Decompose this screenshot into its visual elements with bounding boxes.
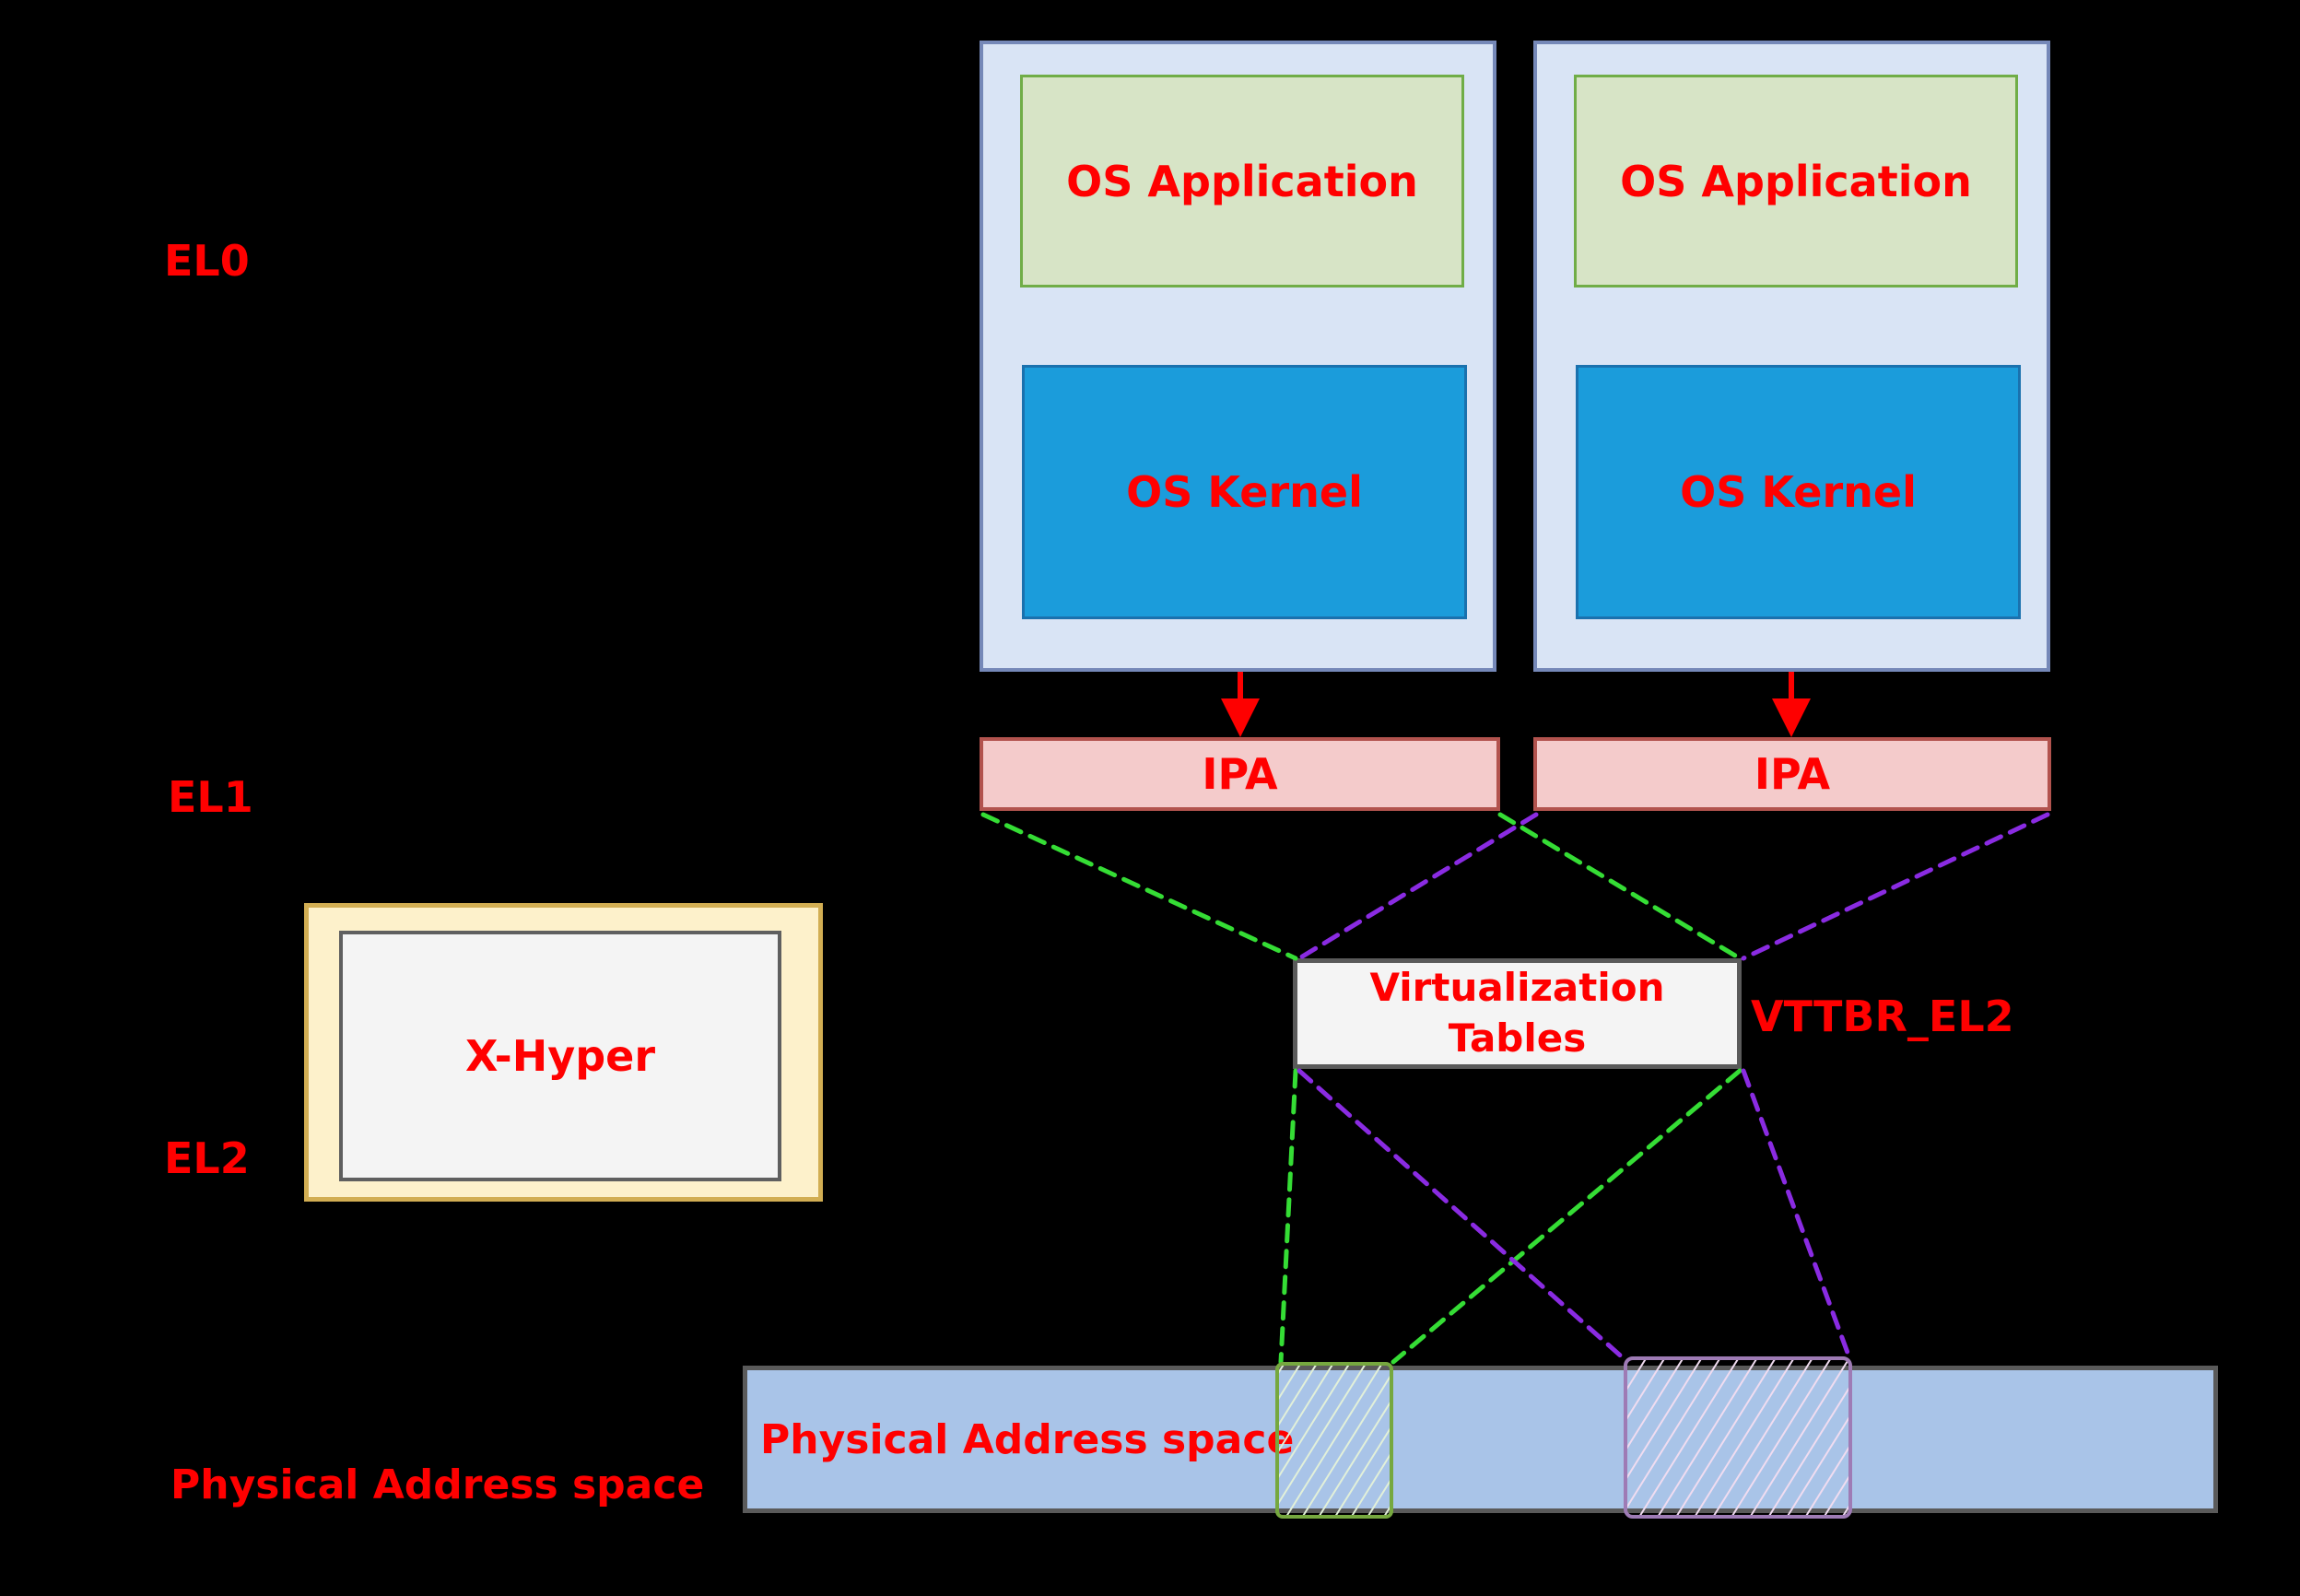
physical-address-space-label: Physical Address space <box>170 1461 705 1508</box>
physical-address-bar-label: Physical Address space <box>760 1415 1295 1463</box>
os-application-box: OS Application <box>1574 75 2018 288</box>
el0-label: EL0 <box>164 236 250 286</box>
os-application-label: OS Application <box>1066 156 1418 206</box>
vm-2: OS Application OS Kernel <box>1533 41 2050 672</box>
vm1-to-ipa-arrow-icon <box>1221 672 1260 737</box>
os-kernel-label: OS Kernel <box>1680 467 1917 517</box>
os-kernel-label: OS Kernel <box>1126 467 1363 517</box>
x-hyper-box: X-Hyper <box>339 931 781 1181</box>
x-hyper-frame: X-Hyper <box>304 903 823 1202</box>
os-application-box: OS Application <box>1020 75 1464 288</box>
ipa-bar-2: IPA <box>1533 737 2051 811</box>
os-application-label: OS Application <box>1620 156 1972 206</box>
ipa1-right-to-tables-line <box>1497 812 1743 961</box>
virtualization-tables-line2: Tables <box>1448 1015 1587 1061</box>
ipa2-left-to-tables-line <box>1297 812 1539 961</box>
vttbr-el2-label: VTTBR_EL2 <box>1751 992 2014 1041</box>
virtualization-tables-line1: Virtualization <box>1369 965 1665 1011</box>
virtualization-tables-box: Virtualization Tables <box>1293 958 1742 1069</box>
ipa-bar-1: IPA <box>980 737 1500 811</box>
physical-address-bar: Physical Address space <box>743 1366 2218 1513</box>
el2-label: EL2 <box>164 1133 250 1183</box>
tables-to-green-region-right-line <box>1391 1068 1743 1365</box>
os-kernel-box: OS Kernel <box>1576 365 2021 619</box>
el1-label: EL1 <box>168 772 253 822</box>
os-kernel-box: OS Kernel <box>1022 365 1467 619</box>
x-hyper-label: X-Hyper <box>464 1031 656 1081</box>
vm2-to-ipa-arrow-icon <box>1772 672 1811 737</box>
tables-to-purple-region-right-line <box>1741 1068 1853 1363</box>
ipa-label: IPA <box>1754 749 1831 799</box>
vm-1: OS Application OS Kernel <box>980 41 1496 672</box>
ipa1-left-to-tables-line <box>980 812 1298 961</box>
tables-to-purple-region-left-line <box>1297 1068 1628 1363</box>
tables-to-green-region-left-line <box>1278 1068 1298 1365</box>
ipa-label: IPA <box>1202 749 1278 799</box>
ipa2-right-to-tables-line <box>1741 812 2050 961</box>
